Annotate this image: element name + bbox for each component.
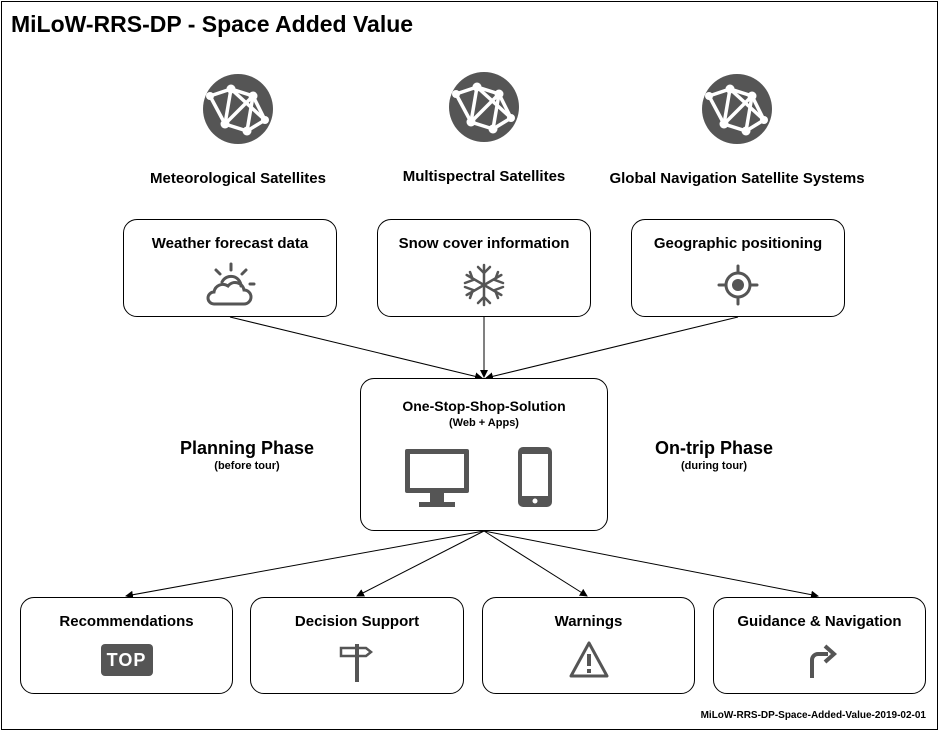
box-label: Geographic positioning (653, 235, 823, 252)
satellite-meteorological: Meteorological Satellites (108, 72, 368, 187)
crosshair-icon (717, 264, 759, 306)
smartphone-icon (518, 447, 552, 507)
ontrip-phase: On-trip Phase (during tour) (624, 438, 804, 472)
satellite-multispectral: Multispectral Satellites (354, 70, 614, 185)
diagram-footer-id: MiLoW-RRS-DP-Space-Added-Value-2019-02-0… (700, 710, 926, 721)
planning-phase: Planning Phase (before tour) (157, 438, 337, 472)
arrow-solution-to-warnings (483, 530, 588, 597)
box-label: Weather forecast data (151, 235, 309, 252)
box-snow-cover: Snow cover information (377, 219, 591, 317)
arrow-solution-to-recommendations (125, 530, 485, 599)
top-badge-icon: TOP (100, 644, 153, 676)
arrow-weather-to-solution (229, 316, 483, 381)
box-label: Snow cover information (398, 235, 570, 252)
globe-network-icon (203, 74, 273, 144)
box-guidance-navigation: Guidance & Navigation (713, 597, 926, 694)
partly-cloudy-icon (206, 262, 256, 306)
globe-network-icon (449, 72, 519, 142)
snowflake-icon (463, 263, 505, 307)
arrow-solution-to-decision (356, 530, 485, 597)
satellite-label: Multispectral Satellites (402, 168, 566, 185)
box-decision-support: Decision Support (250, 597, 464, 694)
box-geographic-positioning: Geographic positioning (631, 219, 845, 317)
signpost-icon (339, 644, 374, 682)
warning-icon (569, 641, 608, 678)
arrow-solution-to-guidance (483, 530, 819, 599)
box-recommendations: Recommendations TOP (20, 597, 233, 694)
satellite-label: Global Navigation Satellite Systems (609, 170, 865, 187)
monitor-icon (405, 449, 469, 507)
phase-sub: (before tour) (214, 460, 280, 472)
box-label: Guidance & Navigation (737, 613, 902, 630)
solution-sublabel: (Web + Apps) (449, 417, 519, 429)
diagram-title: MiLoW-RRS-DP - Space Added Value (11, 11, 414, 37)
satellite-gnss: Global Navigation Satellite Systems (597, 72, 877, 187)
box-warnings: Warnings (482, 597, 695, 694)
globe-network-icon (702, 74, 772, 144)
satellite-label: Meteorological Satellites (150, 170, 326, 187)
phase-sub: (during tour) (681, 460, 747, 472)
box-label: Recommendations (59, 613, 194, 630)
solution-label: One-Stop-Shop-Solution (402, 398, 566, 414)
phase-name: Planning Phase (179, 438, 315, 458)
box-label: Warnings (554, 613, 623, 630)
box-label: Decision Support (294, 613, 420, 630)
arrow-geo-to-solution (485, 316, 739, 381)
box-weather-forecast: Weather forecast data (123, 219, 337, 317)
phase-name: On-trip Phase (654, 438, 774, 458)
box-one-stop-shop-solution: One-Stop-Shop-Solution (Web + Apps) (360, 378, 608, 531)
turn-right-icon (809, 644, 837, 678)
